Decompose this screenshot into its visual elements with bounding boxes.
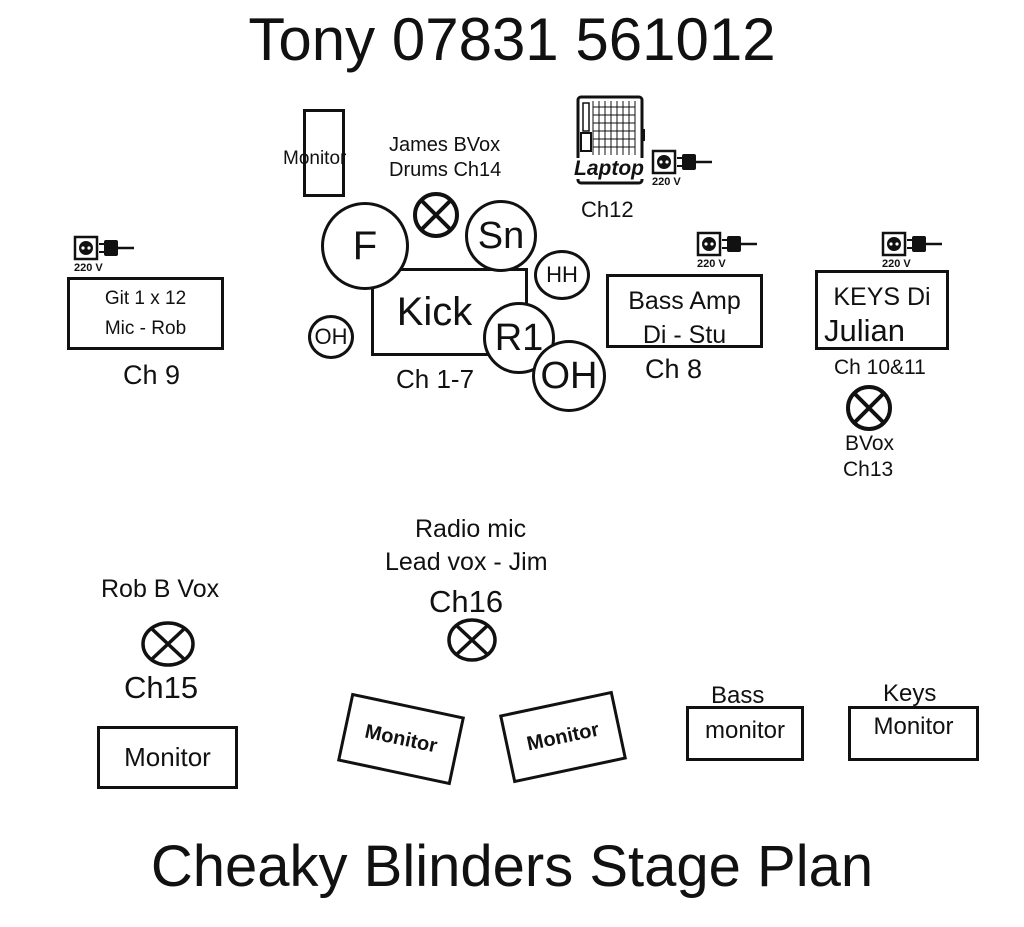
rack-tom-label: R1 (494, 317, 544, 359)
rob-monitor-label: Monitor (124, 741, 211, 772)
keys-power-label: 220 V (882, 258, 911, 270)
kick-label: Kick (396, 290, 473, 334)
snare-label: Sn (477, 215, 525, 257)
bass-monitor-label: monitor (704, 717, 786, 744)
contact-header: Tony 07831 561012 (248, 6, 776, 73)
mic-stand-icon (141, 621, 195, 667)
laptop-label: Laptop (573, 157, 645, 180)
front-left-monitor-label: Monitor (362, 720, 440, 758)
guitar-power-label: 220 V (74, 262, 103, 274)
james-bvox-label: James BVox (389, 134, 501, 156)
floor-tom-label: F (352, 224, 378, 268)
james-bvox-channel: Drums Ch14 (389, 159, 502, 181)
rob-vox-channel: Ch15 (124, 670, 199, 705)
bass-channel: Ch 8 (645, 354, 703, 384)
power-outlet-icon (881, 231, 942, 257)
mic-stand-icon (846, 385, 892, 431)
mic-stand-icon (413, 192, 459, 238)
hihat: HH (534, 250, 590, 300)
bass-amp: Bass Amp Di - Stu (606, 274, 763, 348)
guitar-channel: Ch 9 (123, 360, 181, 390)
drum-monitor-label: Monitor (283, 148, 347, 169)
keys-bvox-label: BVox (845, 432, 895, 455)
drums-channel: Ch 1-7 (396, 364, 475, 394)
keys-monitor: Monitor (848, 706, 979, 761)
power-outlet-icon (651, 149, 712, 175)
laptop-power-label: 220 V (652, 176, 681, 188)
rob-vox-label: Rob B Vox (101, 575, 220, 603)
bass-monitor: monitor (686, 706, 804, 761)
lead-vox-radio-label: Radio mic (415, 515, 527, 543)
guitar-amp: Git 1 x 12 Mic - Rob (67, 277, 224, 350)
floor-tom: F (321, 202, 409, 290)
overhead-left-label: OH (314, 324, 348, 349)
keys-bvox-channel: Ch13 (843, 458, 894, 481)
drum-monitor (303, 109, 345, 197)
bass-amp-label: Bass Amp (628, 287, 741, 315)
overhead-right-label: OH (540, 355, 598, 397)
keys-di: KEYS Di Julian (815, 270, 949, 350)
power-outlet-icon (696, 231, 757, 257)
bass-power-label: 220 V (697, 258, 726, 270)
keys-channel: Ch 10&11 (834, 356, 926, 379)
front-left-monitor: Monitor (336, 692, 466, 786)
rob-monitor: Monitor (97, 726, 238, 789)
front-right-monitor-label: Monitor (524, 718, 602, 756)
mic-stand-icon (447, 618, 497, 662)
front-right-monitor: Monitor (498, 690, 628, 784)
keys-monitor-label: Monitor (873, 713, 954, 740)
stage-plan-title: Cheaky Blinders Stage Plan (150, 834, 874, 899)
hihat-label: HH (546, 262, 578, 287)
guitar-amp-label: Git 1 x 12 (104, 288, 187, 310)
bass-di-label: Di - Stu (642, 321, 727, 348)
keys-di-label: KEYS Di (833, 283, 931, 311)
keys-monitor-title: Keys (883, 680, 937, 707)
bass-monitor-title: Bass (711, 682, 765, 709)
overhead-right: OH (532, 340, 606, 412)
snare-drum: Sn (465, 200, 537, 272)
guitar-mic-label: Mic - Rob (104, 317, 187, 339)
lead-vox-label: Lead vox - Jim (385, 548, 548, 576)
overhead-left: OH (308, 315, 354, 359)
laptop-channel: Ch12 (581, 197, 634, 222)
keys-player-label: Julian (824, 313, 905, 348)
power-outlet-icon (73, 235, 134, 261)
lead-vox-channel: Ch16 (429, 584, 504, 619)
